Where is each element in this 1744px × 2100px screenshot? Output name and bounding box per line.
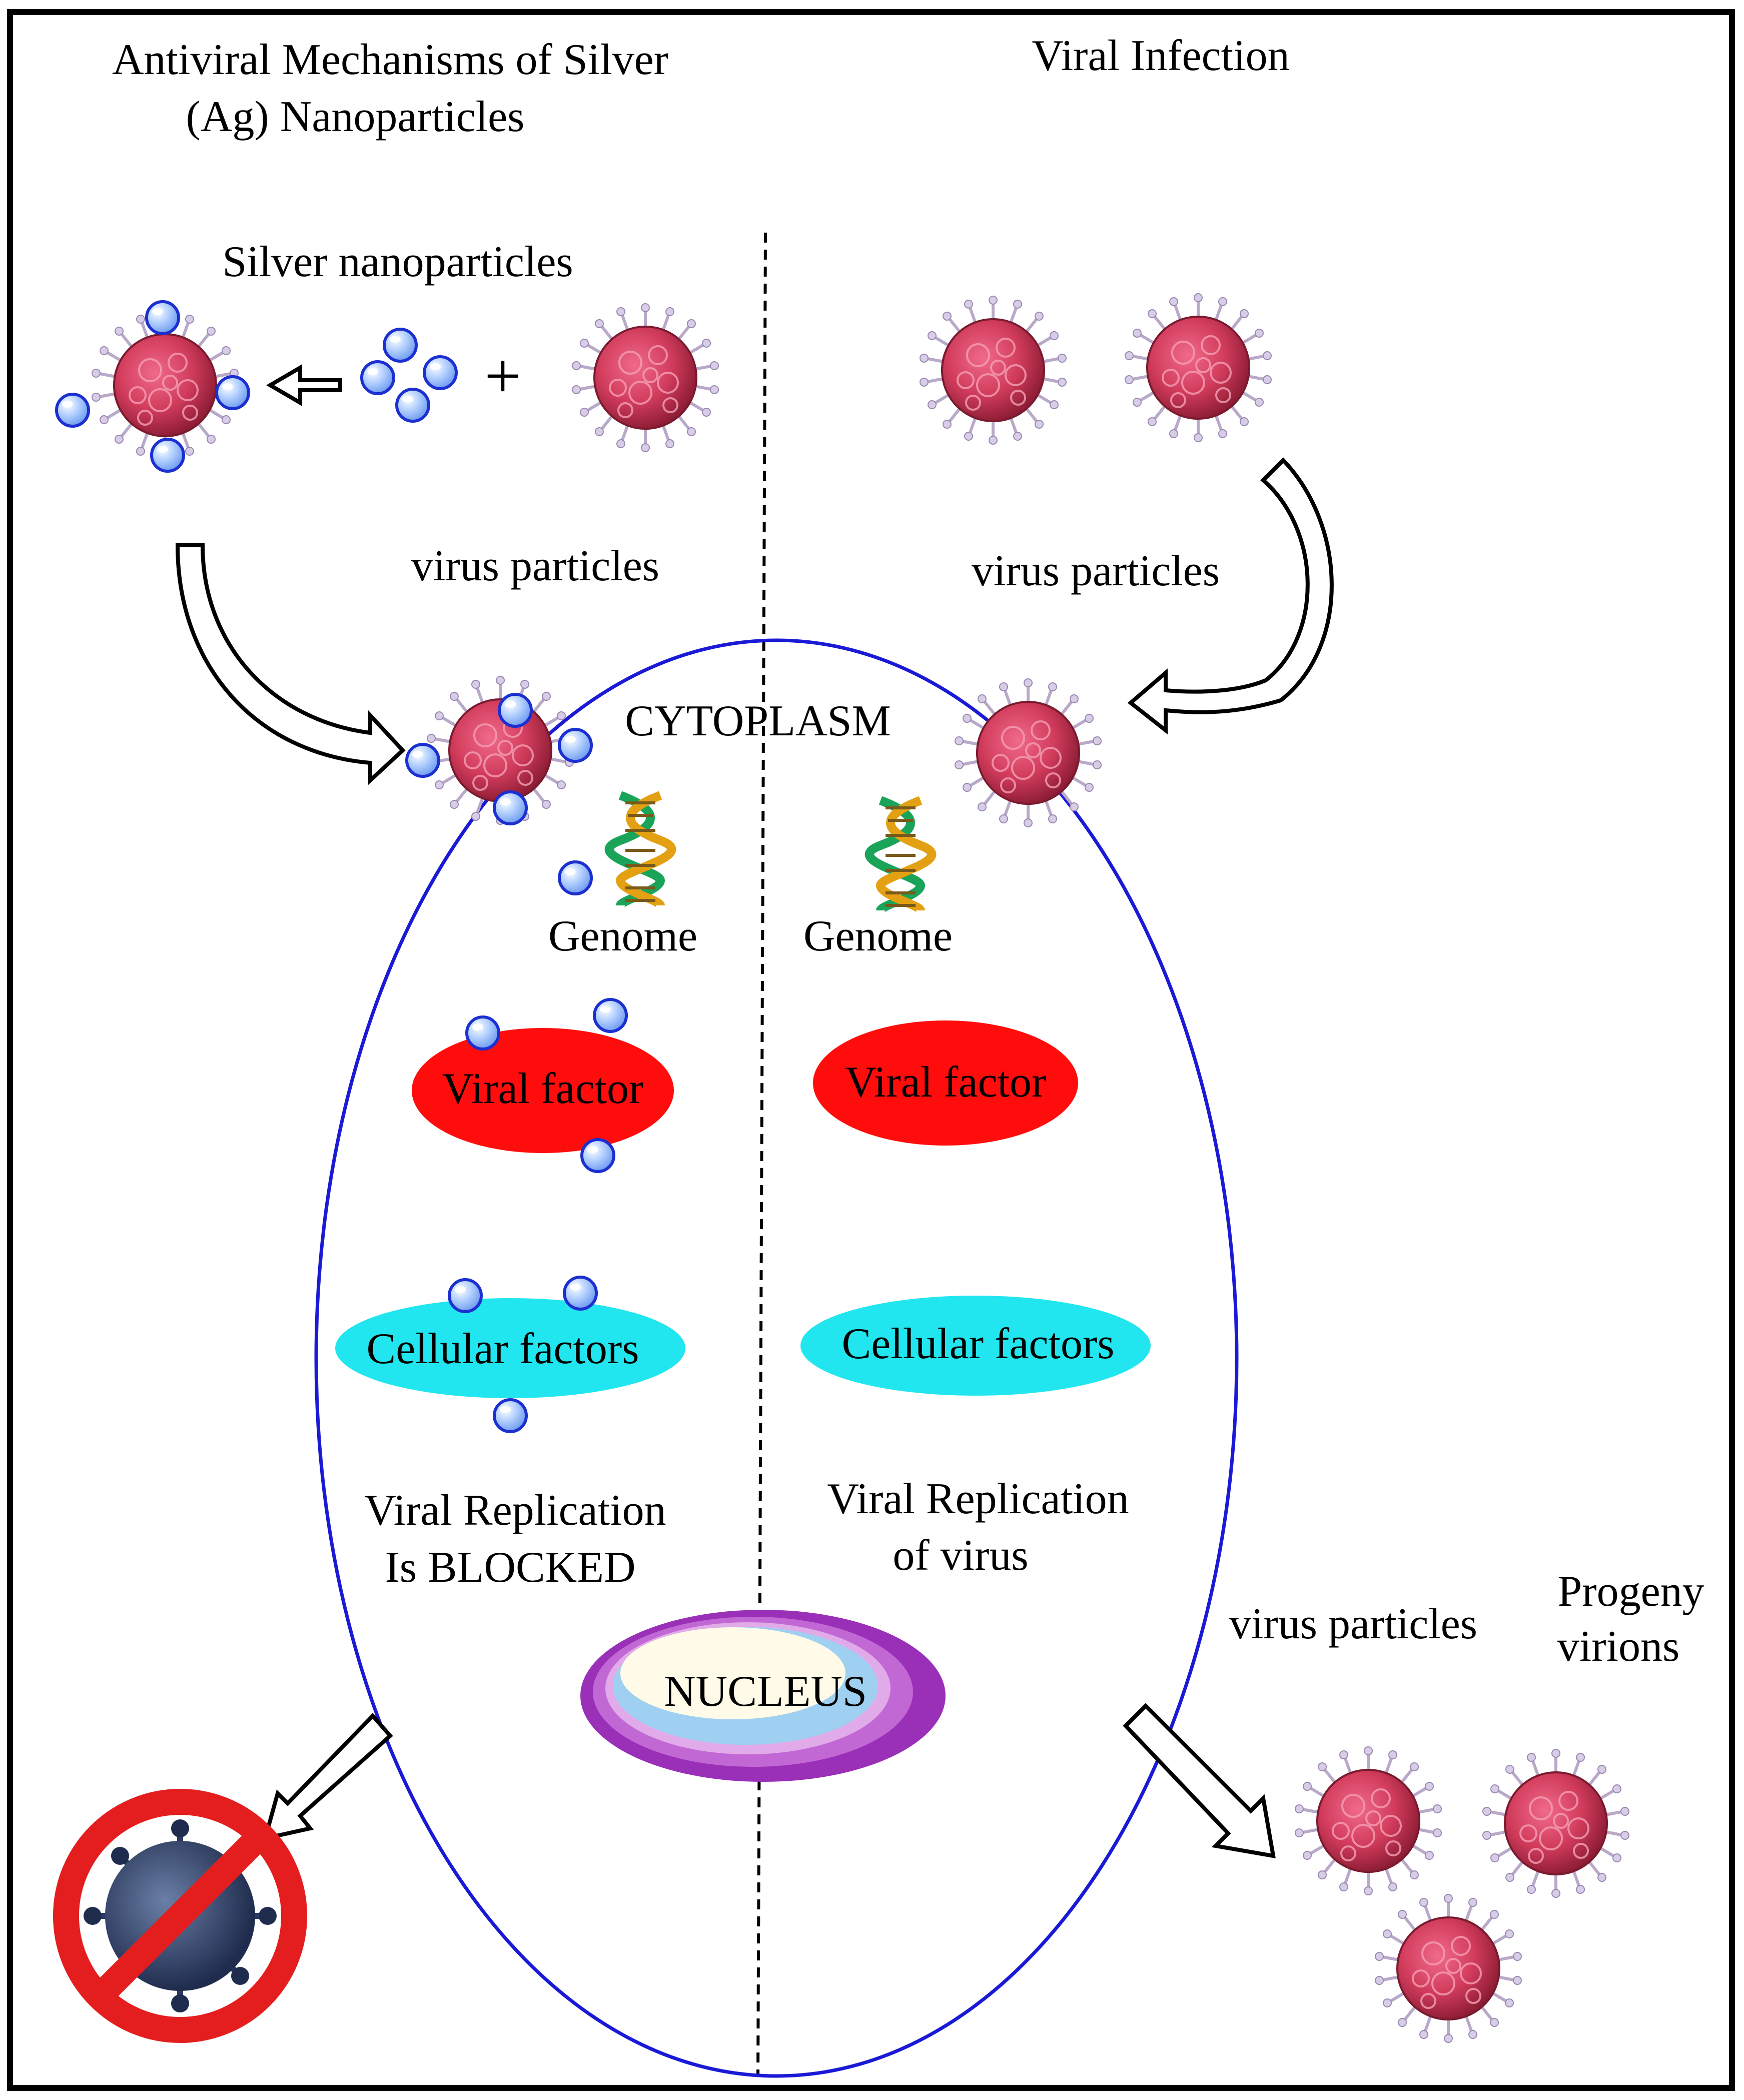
- viral-factor-right: Viral factor: [813, 1020, 1078, 1146]
- genome-dna-right: [869, 800, 932, 910]
- entry-arrow-right: [1127, 457, 1334, 735]
- free-silver-nanoparticles: [362, 329, 456, 421]
- cellular-factors-right: Cellular factors: [800, 1296, 1151, 1396]
- viral-factor-left: Viral factor: [412, 999, 674, 1172]
- virus-particles-label-right: virus particles: [972, 547, 1220, 595]
- cell-membrane: [314, 638, 1239, 2078]
- virus-particles-label-left: virus particles: [411, 542, 659, 590]
- center-divider: [756, 232, 767, 2076]
- replication-blocked-line1: Viral Replication: [364, 1486, 666, 1535]
- virus-at-membrane-left: [407, 676, 591, 824]
- nucleus: NUCLEUS: [580, 1610, 946, 1782]
- no-virus-sign: [53, 1789, 307, 2043]
- viral-factor-label-right: Viral factor: [845, 1058, 1047, 1107]
- virus-particle-left-free: [572, 304, 718, 452]
- left-title-line2: (Ag) Nanoparticles: [186, 93, 525, 141]
- silver-nanoparticles-label: Silver nanoparticles: [222, 238, 573, 286]
- virus-particles-label-bottom: virus particles: [1229, 1600, 1477, 1648]
- figure-frame: [7, 9, 1735, 2091]
- bind-arrow-left: [266, 364, 342, 406]
- plus-sign: +: [484, 340, 521, 412]
- viral-factor-label-left: Viral factor: [442, 1065, 644, 1113]
- virus-particle-right-2: [1125, 294, 1271, 442]
- nucleus-label: NUCLEUS: [664, 1667, 867, 1716]
- left-title-line1: Antiviral Mechanisms of Silver: [112, 36, 668, 84]
- progeny-label-line1: Progeny: [1557, 1567, 1704, 1616]
- progeny-exit-arrow: [1123, 1703, 1276, 1858]
- cytoplasm-label: CYTOPLASM: [625, 697, 891, 745]
- right-title: Viral Infection: [1032, 32, 1289, 80]
- replication-virus-line2: of virus: [893, 1531, 1028, 1580]
- progeny-virions: [1295, 1747, 1629, 2042]
- entry-arrow-left: [175, 543, 406, 785]
- genome-dna-left: [609, 795, 672, 905]
- progeny-label-line2: virions: [1557, 1622, 1679, 1671]
- replication-blocked-line2: Is BLOCKED: [385, 1543, 635, 1592]
- virus-particle-right-1: [920, 296, 1066, 444]
- blocked-exit-arrow: [262, 1713, 393, 1841]
- nanoparticle-near-genome: [559, 862, 591, 894]
- genome-label-right: Genome: [803, 912, 953, 960]
- cellular-factors-label-left: Cellular factors: [367, 1325, 639, 1373]
- replication-virus-line1: Viral Replication: [827, 1475, 1129, 1523]
- cellular-factors-left: Cellular factors: [335, 1277, 685, 1432]
- genome-label-left: Genome: [548, 912, 697, 960]
- cellular-factors-label-right: Cellular factors: [842, 1320, 1115, 1368]
- virus-at-membrane-right: [955, 679, 1101, 827]
- virus-coated-with-nanoparticles: [57, 302, 249, 471]
